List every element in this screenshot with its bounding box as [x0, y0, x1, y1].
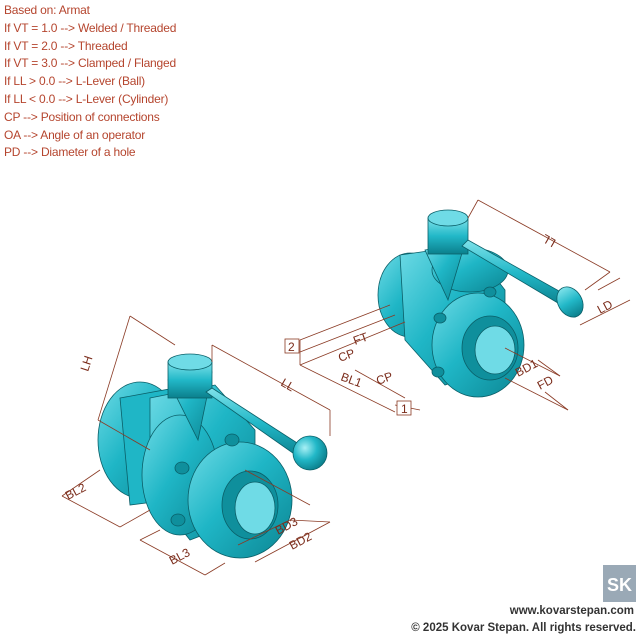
note-line: PD --> Diameter of a hole [4, 145, 136, 160]
left-valve [97, 353, 328, 559]
note-line: If VT = 3.0 --> Clamped / Flanged [4, 56, 176, 71]
dim-label-pos2: 2 [288, 340, 295, 354]
logo-icon: SK [603, 565, 636, 602]
notes-block: Based on: Armat If VT = 1.0 --> Welded /… [4, 2, 176, 162]
note-line: If VT = 2.0 --> Threaded [4, 38, 128, 53]
left-lever-ball [292, 435, 328, 471]
dim-label-ft: FT [351, 329, 370, 347]
left-dimensions [61, 315, 331, 576]
note-line: Based on: Armat [4, 3, 90, 17]
note-line: If LL < 0.0 --> L-Lever (Cylinder) [4, 91, 169, 106]
left-bolt [224, 433, 240, 447]
left-bolt [170, 513, 186, 527]
dim-label-fd: FD [535, 373, 556, 393]
note-line: CP --> Position of connections [4, 109, 160, 124]
note-line: If VT = 1.0 --> Welded / Threaded [4, 20, 177, 35]
right-bolt [431, 366, 445, 378]
dim-label-bl3: BL3 [167, 545, 193, 568]
dim-label-bl1: BL1 [339, 370, 364, 391]
right-bore-inner [474, 325, 516, 375]
dim-label-cp-lower: CP [374, 369, 394, 388]
dim-label-ld: LD [595, 297, 615, 317]
note-line: OA --> Angle of an operator [4, 127, 146, 142]
left-stem-top [167, 353, 213, 371]
note-line: If LL > 0.0 --> L-Lever (Ball) [4, 74, 145, 89]
position-box-2 [284, 338, 300, 354]
position-box-1 [396, 400, 412, 416]
right-stem-top [427, 209, 469, 227]
dim-label-pos1: 1 [401, 402, 408, 416]
dim-label-ll-right: LL [539, 231, 558, 250]
logo-text: SK [607, 575, 632, 595]
right-bolt [483, 286, 497, 298]
dim-label-cp-upper: CP [336, 346, 356, 365]
right-lever-cylinder [556, 286, 584, 318]
left-bolt [174, 461, 190, 475]
dim-label-ll: LL [279, 375, 298, 394]
left-bore-inner [234, 481, 276, 535]
dim-label-bl2: BL2 [63, 480, 89, 503]
footer-copyright: © 2025 Kovar Stepan. All rights reserved… [411, 622, 636, 634]
right-valve [377, 209, 584, 398]
footer-url: www.kovarstepan.com [509, 605, 634, 617]
dim-label-lh: LH [78, 354, 96, 373]
right-bolt [433, 312, 447, 324]
